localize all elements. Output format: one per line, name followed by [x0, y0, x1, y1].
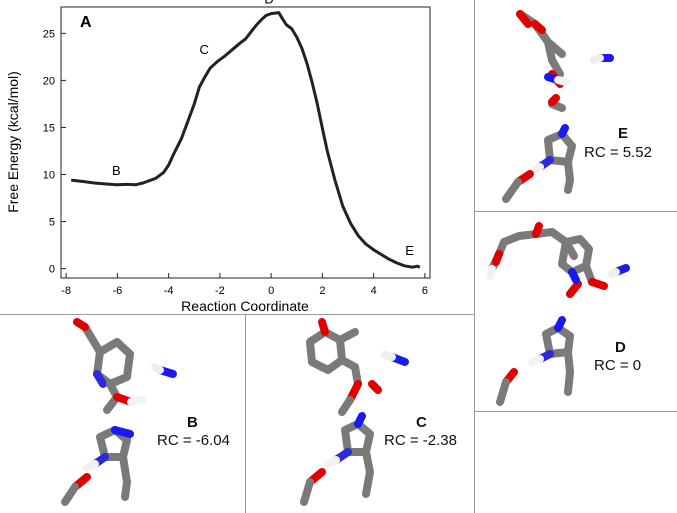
y-tick-label: 25 [43, 28, 55, 40]
divider-vertical-right [474, 0, 475, 513]
divider-vertical-middle [245, 314, 246, 513]
structure-label-e: E [618, 125, 629, 142]
x-tick-label: -2 [215, 285, 225, 297]
y-axis-label: Free Energy (kcal/mol) [5, 71, 21, 213]
molecular-structure-b [61, 318, 177, 506]
structure-label-b: B [187, 414, 198, 431]
series-line [71, 11, 421, 269]
structure-label-c: C [416, 414, 427, 431]
structure-rc-c: RC = -2.38 [384, 432, 457, 449]
x-tick-label: -4 [164, 285, 174, 297]
x-tick-label: 2 [319, 285, 325, 297]
y-tick-label: 5 [49, 217, 55, 229]
annotation-d: D [264, 0, 273, 7]
structure-label-d: D [615, 339, 626, 356]
y-axis-ticks: 0 5 10 15 20 25 [43, 28, 66, 276]
annotation-c: C [199, 42, 208, 57]
plot-frame [60, 6, 431, 279]
x-tick-label: -6 [112, 285, 122, 297]
divider-horizontal-d-bottom [474, 411, 677, 412]
free-energy-chart: -8 -6 -4 -2 0 2 4 6 0 5 10 15 20 25 B C D E A Reaction … [5, 0, 431, 314]
x-tick-label: 6 [422, 285, 428, 297]
x-tick-label: 0 [268, 285, 274, 297]
structure-rc-e: RC = 5.52 [584, 144, 652, 161]
panel-label-a: A [80, 14, 92, 31]
point-annotations: B C D E [112, 0, 414, 258]
annotation-e: E [405, 243, 414, 258]
x-axis-label: Reaction Coordinate [181, 298, 309, 314]
structure-rc-d: RC = 0 [594, 357, 642, 374]
divider-horizontal-e-d [474, 211, 677, 212]
x-tick-label: 4 [371, 285, 377, 297]
x-axis-ticks: -8 -6 -4 -2 0 2 4 6 [61, 273, 428, 297]
y-tick-label: 10 [43, 169, 55, 181]
divider-horizontal-left [0, 314, 474, 315]
x-tick-label: -8 [61, 285, 71, 297]
molecular-structure-d [486, 222, 630, 406]
structure-rc-b: RC = -6.04 [157, 432, 230, 449]
y-tick-label: 20 [43, 75, 55, 87]
annotation-b: B [112, 163, 121, 178]
y-tick-label: 0 [49, 264, 55, 276]
molecular-structure-c [300, 318, 409, 506]
molecular-structure-e [502, 10, 614, 203]
y-tick-label: 15 [43, 122, 55, 134]
